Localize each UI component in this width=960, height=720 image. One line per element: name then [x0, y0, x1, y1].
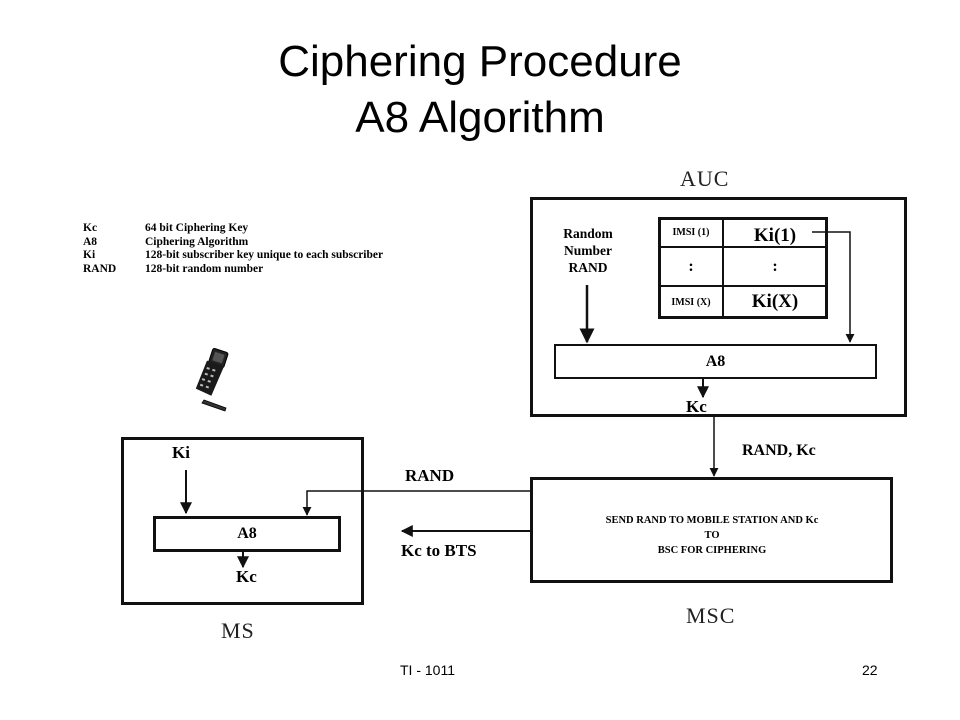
table-cell-imsi: :: [688, 257, 694, 275]
legend-definition: 128-bit random number: [145, 262, 264, 275]
table-cell-imsi: IMSI (X): [671, 296, 711, 308]
ki-to-a8-arrow: [812, 231, 855, 343]
legend-row: Kc 64 bit Ciphering Key: [83, 222, 383, 236]
auc-caption: AUC: [680, 166, 730, 191]
legend-row: A8 Ciphering Algorithm: [83, 236, 383, 250]
legend-term: A8: [83, 235, 98, 248]
msc-text: SEND RAND TO MOBILE STATION AND Kc TO BS…: [532, 513, 892, 558]
slide-title-line2: A8 Algorithm: [355, 93, 605, 142]
legend-term: RAND: [83, 262, 117, 275]
ms-a8-label: A8: [237, 525, 257, 542]
legend-row: RAND 128-bit random number: [83, 263, 383, 277]
table-divider: [659, 246, 827, 248]
auc-a8-box: A8: [554, 344, 877, 379]
legend-definition: 128-bit subscriber key unique to each su…: [145, 249, 384, 261]
ms-box: [121, 437, 364, 605]
auc-kc-label: Kc: [686, 397, 707, 416]
ms-caption: MS: [221, 618, 255, 643]
legend: Kc 64 bit Ciphering Key A8 Ciphering Algor…: [83, 222, 383, 276]
table-divider: [659, 285, 827, 287]
mobile-phone-icon: [195, 348, 229, 412]
legend-row: Ki 128-bit subscriber key unique to each …: [83, 249, 383, 263]
kc-to-bts-label: Kc to BTS: [401, 541, 477, 560]
rand-kc-label: RAND, Kc: [742, 442, 816, 459]
legend-term: Ki: [83, 249, 96, 261]
random-number-label: Random Number RAND: [556, 225, 620, 276]
rand-arrow-label: RAND: [405, 466, 455, 485]
slide-title-line1: Ciphering Procedure: [278, 37, 682, 86]
random-label-line: RAND: [568, 260, 608, 275]
rand-to-ms-arrow: [302, 490, 531, 516]
msc-caption: MSC: [686, 603, 736, 628]
ms-ki-label: Ki: [172, 443, 190, 462]
msc-text-line: TO: [704, 530, 720, 541]
legend-term: Kc: [83, 222, 98, 234]
table-cell-ki: Ki(1): [753, 224, 797, 246]
msc-box: [530, 477, 893, 583]
footer-left: TI - 1011: [400, 662, 455, 678]
slide-number: 22: [862, 662, 878, 678]
msc-text-line: SEND RAND TO MOBILE STATION AND Kc: [605, 515, 819, 526]
table-cell-ki: :: [772, 257, 778, 275]
ms-kc-label: Kc: [236, 567, 257, 586]
legend-definition: 64 bit Ciphering Key: [145, 222, 249, 234]
table-cell-ki: Ki(X): [751, 291, 799, 312]
random-label-line: Random: [563, 226, 613, 241]
ms-a8-box: A8: [153, 516, 341, 552]
table-divider: [722, 218, 724, 318]
auc-a8-label: A8: [705, 352, 726, 370]
legend-definition: Ciphering Algorithm: [145, 235, 249, 248]
table-cell-imsi: IMSI (1): [672, 227, 710, 238]
random-label-line: Number: [564, 243, 612, 258]
auc-box: [530, 197, 907, 417]
msc-text-line: BSC FOR CIPHERING: [657, 545, 767, 556]
imsi-ki-table: [658, 217, 828, 319]
